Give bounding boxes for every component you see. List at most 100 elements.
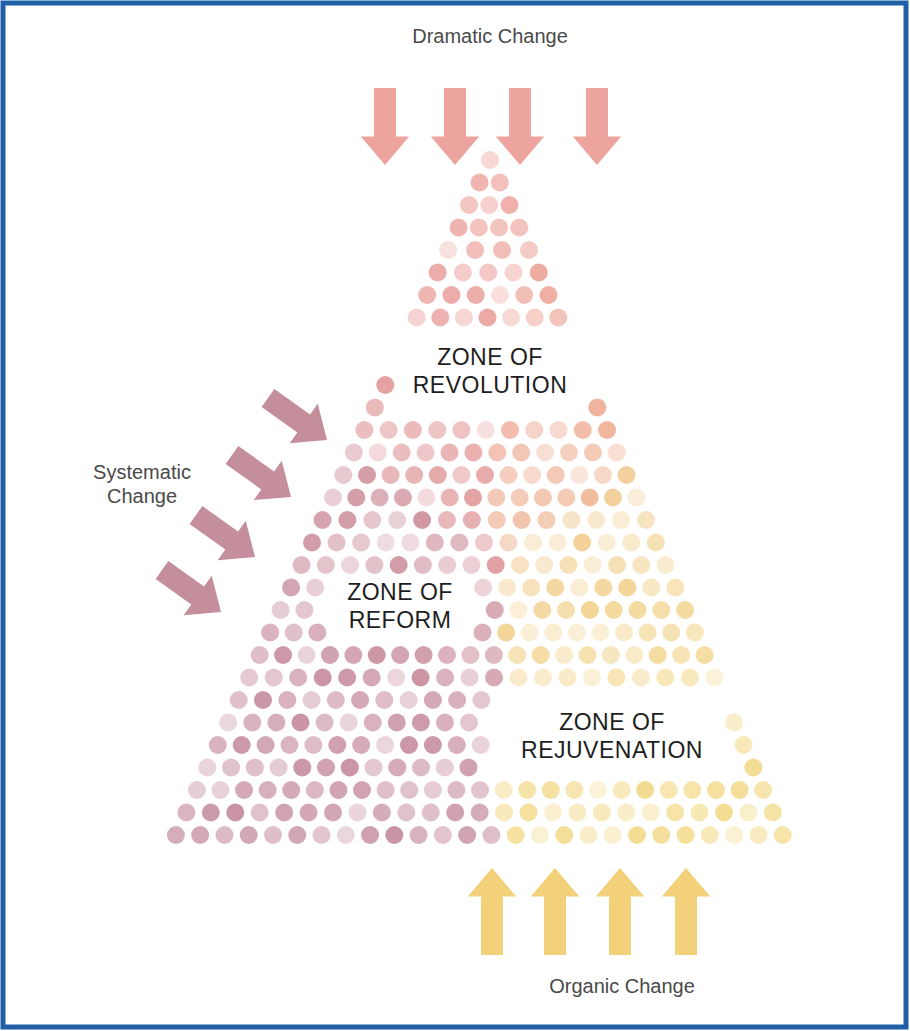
dot	[754, 781, 772, 799]
dot	[400, 736, 418, 754]
dot	[550, 421, 568, 439]
dot	[538, 511, 556, 529]
block-arrow	[531, 868, 579, 955]
dot	[363, 511, 381, 529]
dot	[691, 804, 709, 822]
dot	[293, 759, 311, 777]
dot	[557, 601, 575, 619]
dot	[735, 736, 753, 754]
dot	[774, 826, 792, 844]
dot	[594, 579, 612, 597]
dot	[380, 421, 398, 439]
dot	[467, 286, 485, 304]
dot	[400, 691, 418, 709]
dot	[579, 646, 597, 664]
dot	[353, 781, 371, 799]
dot	[473, 624, 491, 642]
dot	[424, 781, 442, 799]
dot	[649, 646, 667, 664]
block-arrow	[262, 389, 327, 443]
dot	[334, 466, 352, 484]
dot	[485, 669, 503, 687]
dot	[388, 759, 406, 777]
dot	[394, 489, 412, 507]
dot	[400, 781, 418, 799]
dot	[588, 399, 606, 417]
dot	[355, 421, 373, 439]
dot	[188, 781, 206, 799]
dot	[280, 736, 298, 754]
dot	[366, 399, 384, 417]
dot	[739, 804, 757, 822]
dot	[555, 646, 573, 664]
dot	[438, 646, 456, 664]
dot	[461, 646, 479, 664]
dot	[393, 444, 411, 462]
dot	[463, 511, 481, 529]
dot	[230, 691, 248, 709]
dot	[464, 444, 482, 462]
dot	[448, 736, 466, 754]
change-label: Dramatic Change	[412, 24, 568, 48]
dot	[461, 669, 479, 687]
dot	[267, 714, 285, 732]
dot	[414, 556, 432, 574]
dot	[321, 646, 339, 664]
dot	[222, 759, 240, 777]
dot	[373, 804, 391, 822]
dot	[522, 579, 540, 597]
dot	[617, 804, 635, 822]
dot	[429, 466, 447, 484]
dot	[347, 489, 365, 507]
dot	[491, 286, 509, 304]
dot	[291, 714, 309, 732]
dot	[251, 646, 269, 664]
dot	[243, 714, 261, 732]
dot	[460, 196, 478, 214]
dot	[340, 714, 358, 732]
dot	[337, 826, 355, 844]
dot	[632, 556, 650, 574]
dot	[579, 826, 597, 844]
dot	[471, 781, 489, 799]
dot	[546, 579, 564, 597]
dot	[598, 534, 616, 552]
dot	[511, 489, 529, 507]
dot	[478, 309, 496, 327]
dot	[628, 826, 646, 844]
dot	[306, 579, 324, 597]
change-arrows	[156, 88, 711, 955]
dot	[520, 241, 538, 259]
dot	[604, 826, 622, 844]
dot	[612, 511, 630, 529]
dot	[363, 669, 381, 687]
dot	[512, 444, 530, 462]
dot	[639, 624, 657, 642]
dot	[447, 781, 465, 799]
dot	[488, 511, 506, 529]
dot	[308, 624, 326, 642]
dot	[424, 736, 442, 754]
dot	[375, 691, 393, 709]
dot	[507, 826, 525, 844]
dot	[526, 309, 544, 327]
zone-label: ZONE OF REFORM	[340, 579, 460, 634]
dot	[251, 804, 269, 822]
dot	[454, 264, 472, 282]
dot	[487, 489, 505, 507]
dot	[490, 219, 508, 237]
dot	[226, 804, 244, 822]
dot	[306, 781, 324, 799]
dot	[500, 466, 518, 484]
dot	[560, 556, 578, 574]
dot	[198, 759, 216, 777]
dot	[574, 421, 592, 439]
dot	[642, 579, 660, 597]
dot	[501, 421, 519, 439]
dot	[686, 624, 704, 642]
dot	[487, 556, 505, 574]
dot	[300, 804, 318, 822]
dot	[261, 624, 279, 642]
dot	[382, 466, 400, 484]
dot	[246, 759, 264, 777]
